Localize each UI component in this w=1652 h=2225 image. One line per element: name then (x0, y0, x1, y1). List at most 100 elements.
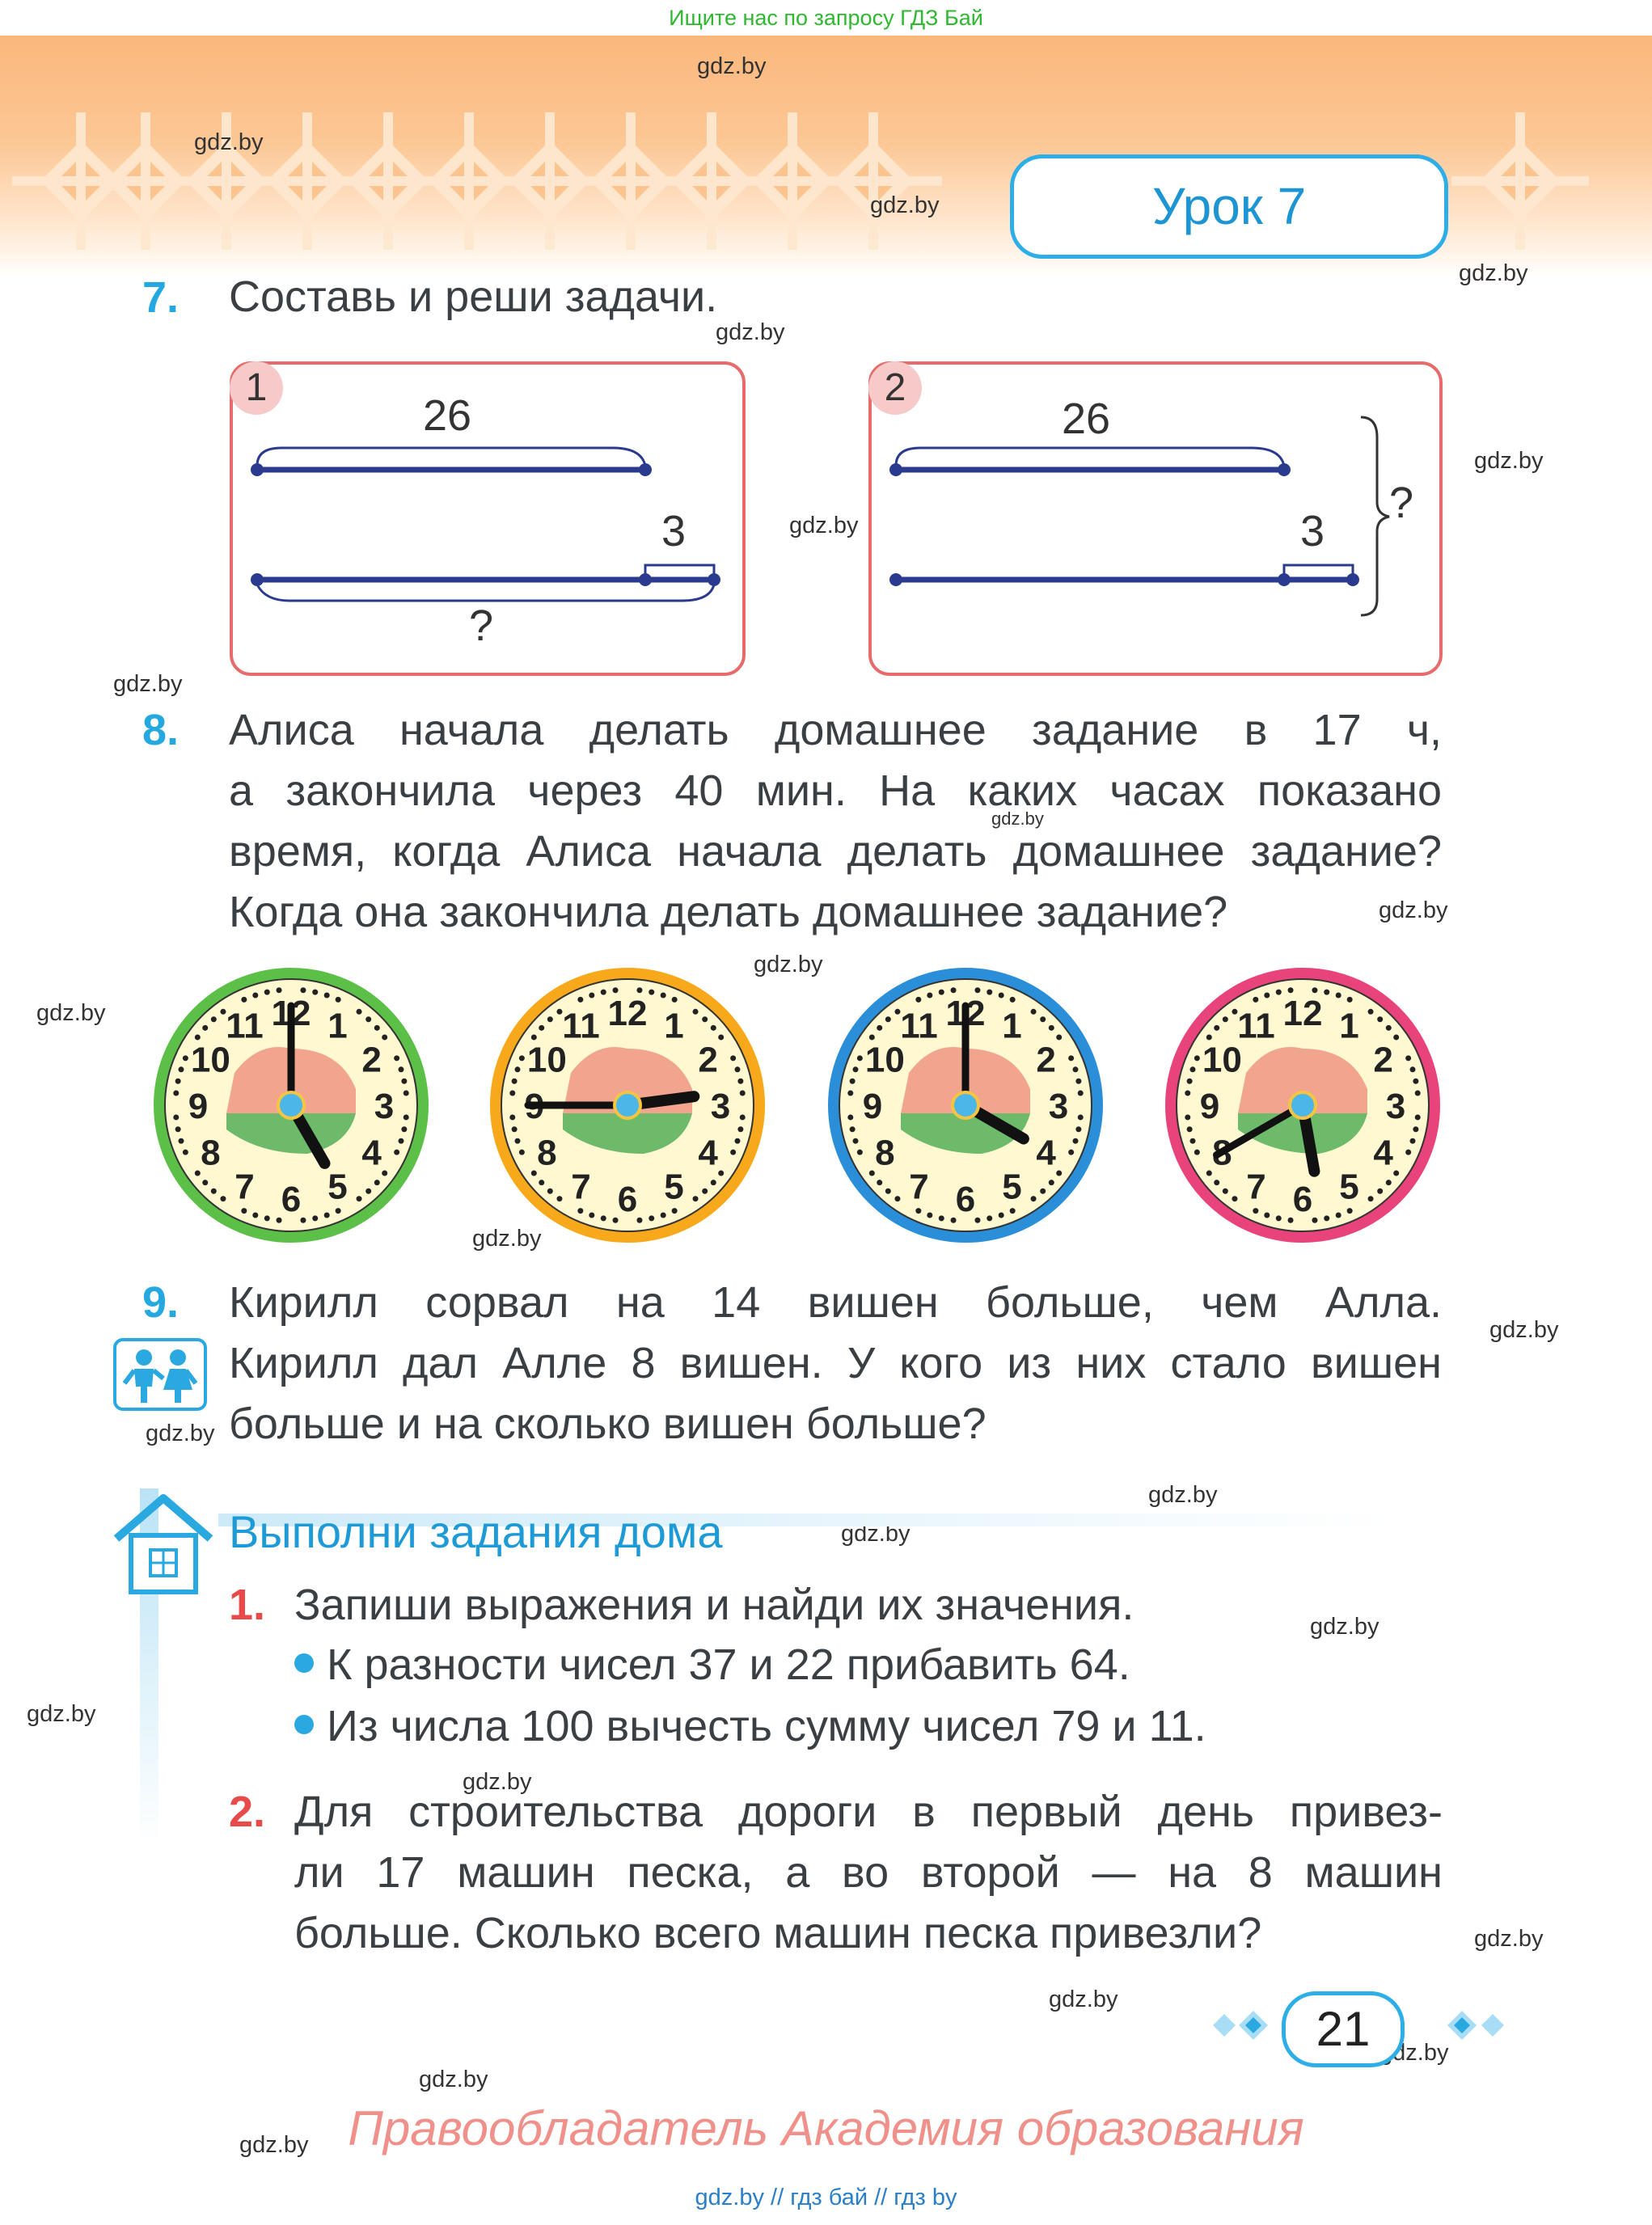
clock-numeral: 2 (1036, 1041, 1055, 1080)
task-number: 2. (229, 1788, 266, 1836)
clock-numeral: 5 (1339, 1167, 1358, 1207)
watermark: gdz.by (463, 1769, 532, 1795)
ornament-pattern (12, 112, 1589, 250)
watermark: gdz.by (1474, 1926, 1544, 1952)
clock-numeral: 8 (875, 1134, 894, 1173)
minute-hand (1212, 1101, 1307, 1159)
clock-numeral: 6 (956, 1180, 975, 1219)
clock-numeral: 8 (201, 1134, 220, 1173)
bullet-item: К разности чисел 37 и 22 прибавить 64. (294, 1635, 1130, 1695)
watermark: gdz.by (27, 1701, 96, 1727)
clock-center (951, 1091, 980, 1120)
task-number: 1. (229, 1581, 266, 1629)
clock-numeral: 8 (537, 1134, 556, 1173)
clock-numeral: 11 (562, 1006, 600, 1045)
clock-numeral: 2 (361, 1041, 381, 1080)
top-value: 26 (1062, 395, 1111, 443)
clock-numeral: 3 (1049, 1087, 1068, 1126)
watermark: gdz.by (697, 53, 767, 79)
clock-center (277, 1091, 306, 1120)
task-line: Когда она закончила делать домашнее зада… (229, 888, 1228, 936)
watermark: gdz.by (419, 2067, 488, 2092)
task-line: Для строительства дороги в первый день п… (294, 1788, 1443, 1836)
home-title: Выполни задания дома (229, 1506, 723, 1557)
task-text: Алиса начала делать домашнее задание в 1… (229, 700, 1442, 943)
page-number: 21 (1282, 1991, 1405, 2067)
diagram-box-2: 2 26 3 ? (868, 361, 1443, 676)
clock-numeral: 1 (327, 1006, 347, 1045)
clock-numeral: 9 (863, 1087, 882, 1126)
task-number: 7. (142, 273, 180, 322)
clock-numeral: 6 (1293, 1180, 1312, 1219)
clock-numeral: 7 (909, 1167, 928, 1207)
clock-numeral: 4 (1373, 1134, 1393, 1173)
map-shape (1238, 1047, 1367, 1113)
clock-numeral: 2 (1373, 1041, 1392, 1080)
diagram-box-1: 1 26 3 ? (230, 361, 746, 676)
clock-numeral: 1 (1002, 1006, 1021, 1045)
diff-value: 3 (661, 507, 687, 555)
bullet-text: К разности чисел 37 и 22 прибавить 64. (327, 1640, 1130, 1689)
clock-numeral: 1 (664, 1006, 683, 1045)
clock: 121234567891011 (828, 968, 1103, 1243)
clock-numeral: 3 (1386, 1087, 1405, 1126)
house-icon (113, 1494, 213, 1594)
task-text: Запиши выражения и найди их значения. (294, 1581, 1134, 1629)
clock: 121234567891011 (154, 968, 429, 1243)
clock-numeral: 2 (698, 1041, 717, 1080)
clock-numeral: 11 (226, 1006, 264, 1045)
task-text: Составь и реши задачи. (229, 272, 718, 321)
task-line: больше и на сколько вишен больше? (229, 1400, 987, 1448)
watermark: gdz.by (1459, 260, 1528, 286)
task-number: 9. (142, 1278, 180, 1327)
task-line: а закончила через 40 мин. На каких часах… (229, 766, 1442, 815)
page-ornament (1213, 2011, 1504, 2040)
clock-numeral: 1 (1339, 1006, 1358, 1045)
watermark: gdz.by (1148, 1482, 1218, 1508)
home-title-underline (218, 1514, 1391, 1526)
diagram-label: 1 (230, 361, 283, 415)
watermark: gdz.by (870, 192, 940, 218)
task-text: Кирилл сорвал на 14 вишен больше, чем Ал… (229, 1273, 1442, 1454)
watermark: gdz.by (194, 129, 264, 155)
bullet-item: Из числа 100 вычесть сумму чисел 79 и 11… (294, 1696, 1206, 1757)
watermark: gdz.by (1379, 897, 1448, 923)
watermark: gdz.by (716, 319, 785, 345)
lesson-title: Урок 7 (1010, 154, 1448, 259)
clock-numeral: 10 (191, 1041, 230, 1080)
bullet-text: Из числа 100 вычесть сумму чисел 79 и 11… (327, 1702, 1206, 1750)
segment-diagram (251, 446, 720, 602)
watermark: gdz.by (789, 513, 859, 538)
clock: 121234567891011 (490, 968, 765, 1243)
clock-numeral: 11 (900, 1006, 938, 1045)
clock-numeral: 9 (1200, 1087, 1219, 1126)
clock-numeral: 6 (618, 1180, 637, 1219)
diff-value: 3 (1300, 507, 1325, 555)
clock-numeral: 5 (1002, 1167, 1021, 1207)
watermark: gdz.by (113, 671, 183, 697)
pair-work-icon (113, 1338, 207, 1411)
task-line: больше. Сколько всего машин песка привез… (294, 1909, 1262, 1957)
task-number: 8. (142, 706, 180, 754)
map-shape (563, 1113, 692, 1154)
clock-numeral: 7 (234, 1167, 254, 1207)
clock-numeral: 12 (608, 994, 648, 1033)
clock-numeral: 3 (711, 1087, 730, 1126)
top-value: 26 (423, 391, 472, 440)
question-mark: ? (469, 602, 494, 650)
bullet-dot (294, 1714, 314, 1734)
task-text: Для строительства дороги в первый день п… (294, 1782, 1443, 1964)
task-line: Алиса начала делать домашнее задание в 1… (229, 706, 1442, 754)
watermark: gdz.by (1474, 448, 1544, 474)
question-mark: ? (1389, 479, 1414, 527)
map-shape (226, 1113, 356, 1154)
segment-diagram (889, 416, 1390, 617)
watermark: gdz.by (1049, 1986, 1118, 2012)
clock-numeral: 4 (1036, 1134, 1056, 1173)
clock-numeral: 10 (1202, 1041, 1242, 1080)
watermark: gdz.by (754, 952, 823, 977)
bullet-dot (294, 1653, 314, 1673)
task-line: время, когда Алиса начала делать домашне… (229, 827, 1442, 876)
watermark: gdz.by (36, 1000, 106, 1026)
watermark: gdz.by (1489, 1317, 1559, 1343)
